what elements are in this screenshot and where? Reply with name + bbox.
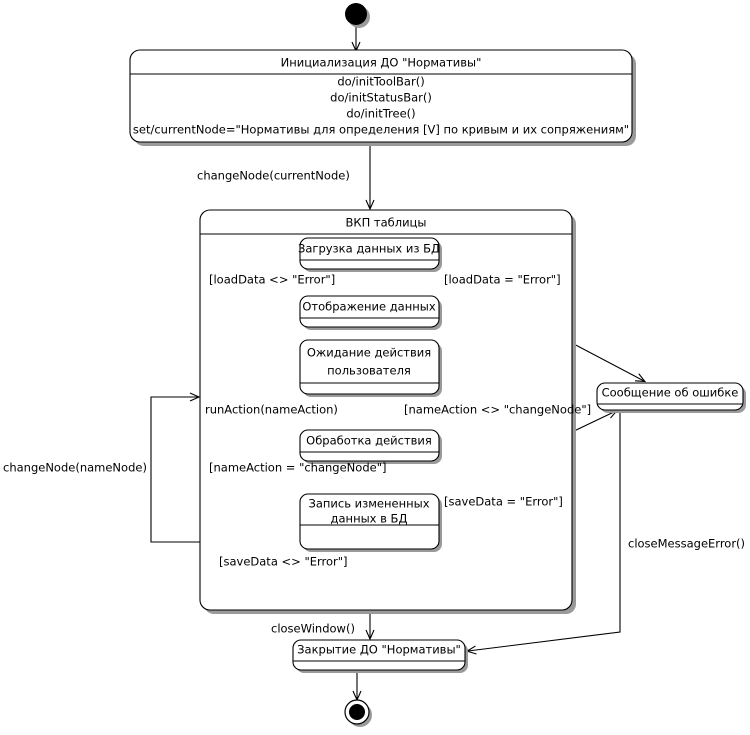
edge-label-save-error: [saveData = "Error"] [444, 495, 563, 509]
composite-state-vkp-box [199, 209, 573, 611]
state-initialization-activity-2: do/initTree() [346, 107, 415, 121]
composite-state-vkp-title: ВКП таблицы [346, 216, 427, 230]
initial-node-top [345, 3, 367, 25]
state-initialization-box [129, 49, 633, 143]
edge-close-message-error [465, 409, 621, 655]
state-error-message-title: Сообщение об ошибке [602, 386, 739, 400]
state-close-do[interactable]: Закрытие ДО "Нормативы" [292, 639, 468, 673]
state-show-data-box [299, 295, 440, 328]
state-initialization-activity-3: set/currentNode="Нормативы для определен… [133, 123, 629, 137]
edge-label-load-ok: [loadData <> "Error"] [209, 273, 335, 287]
state-process-action[interactable]: Обработка действия [299, 429, 442, 464]
state-error-message-box [596, 382, 744, 411]
edge-label-change-node-current: changeNode(currentNode) [197, 169, 350, 183]
edge-label-save-ok: [saveData <> "Error"] [219, 555, 348, 569]
state-wait-user-action-title-line2: пользователя [327, 364, 411, 378]
state-wait-user-action[interactable]: Ожидание действия пользователя [299, 339, 442, 397]
state-show-data-title: Отображение данных [302, 300, 436, 314]
edge-label-change-node-name: changeNode(nameNode) [3, 461, 147, 475]
edge-label-close-window: closeWindow() [271, 622, 355, 636]
edge-label-load-error: [loadData = "Error"] [444, 273, 561, 287]
state-wait-user-action-title-line1: Ожидание действия [307, 346, 431, 360]
state-load-data-box [299, 237, 440, 270]
final-node-core [349, 704, 365, 720]
state-process-action-title: Обработка действия [306, 434, 432, 448]
state-close-do-box [292, 639, 466, 671]
state-error-message[interactable]: Сообщение об ошибке [596, 382, 746, 413]
edge-label-action-is-change: [nameAction = "changeNode"] [209, 461, 386, 475]
composite-state-vkp-table[interactable]: ВКП таблицы [199, 209, 576, 614]
state-save-data[interactable]: Запись измененных данных в БД [299, 493, 442, 552]
state-initialization-title: Инициализация ДО "Нормативы" [281, 56, 482, 70]
state-save-data-box [299, 493, 440, 550]
state-process-action-box [299, 429, 440, 462]
state-close-do-title: Закрытие ДО "Нормативы" [297, 643, 461, 657]
state-load-data[interactable]: Загрузка данных из БД [298, 237, 442, 272]
state-initialization-activity-1: do/initStatusBar() [330, 91, 432, 105]
state-save-data-title-line1: Запись измененных [308, 497, 429, 511]
state-load-data-title: Загрузка данных из БД [298, 242, 440, 256]
edge-label-action-not-change: [nameAction <> "changeNode"] [404, 403, 591, 417]
edge-change-node-loop [150, 392, 201, 543]
edge-label-close-message-error: closeMessageError() [628, 537, 745, 551]
state-show-data[interactable]: Отображение данных [299, 295, 442, 330]
state-initialization[interactable]: Инициализация ДО "Нормативы" do/initTool… [129, 49, 636, 146]
edge-label-run-action: runAction(nameAction) [205, 403, 338, 417]
state-wait-user-action-box [299, 339, 440, 395]
state-save-data-title-line2: данных в БД [331, 512, 408, 526]
state-initialization-activity-0: do/initToolBar() [337, 75, 424, 89]
